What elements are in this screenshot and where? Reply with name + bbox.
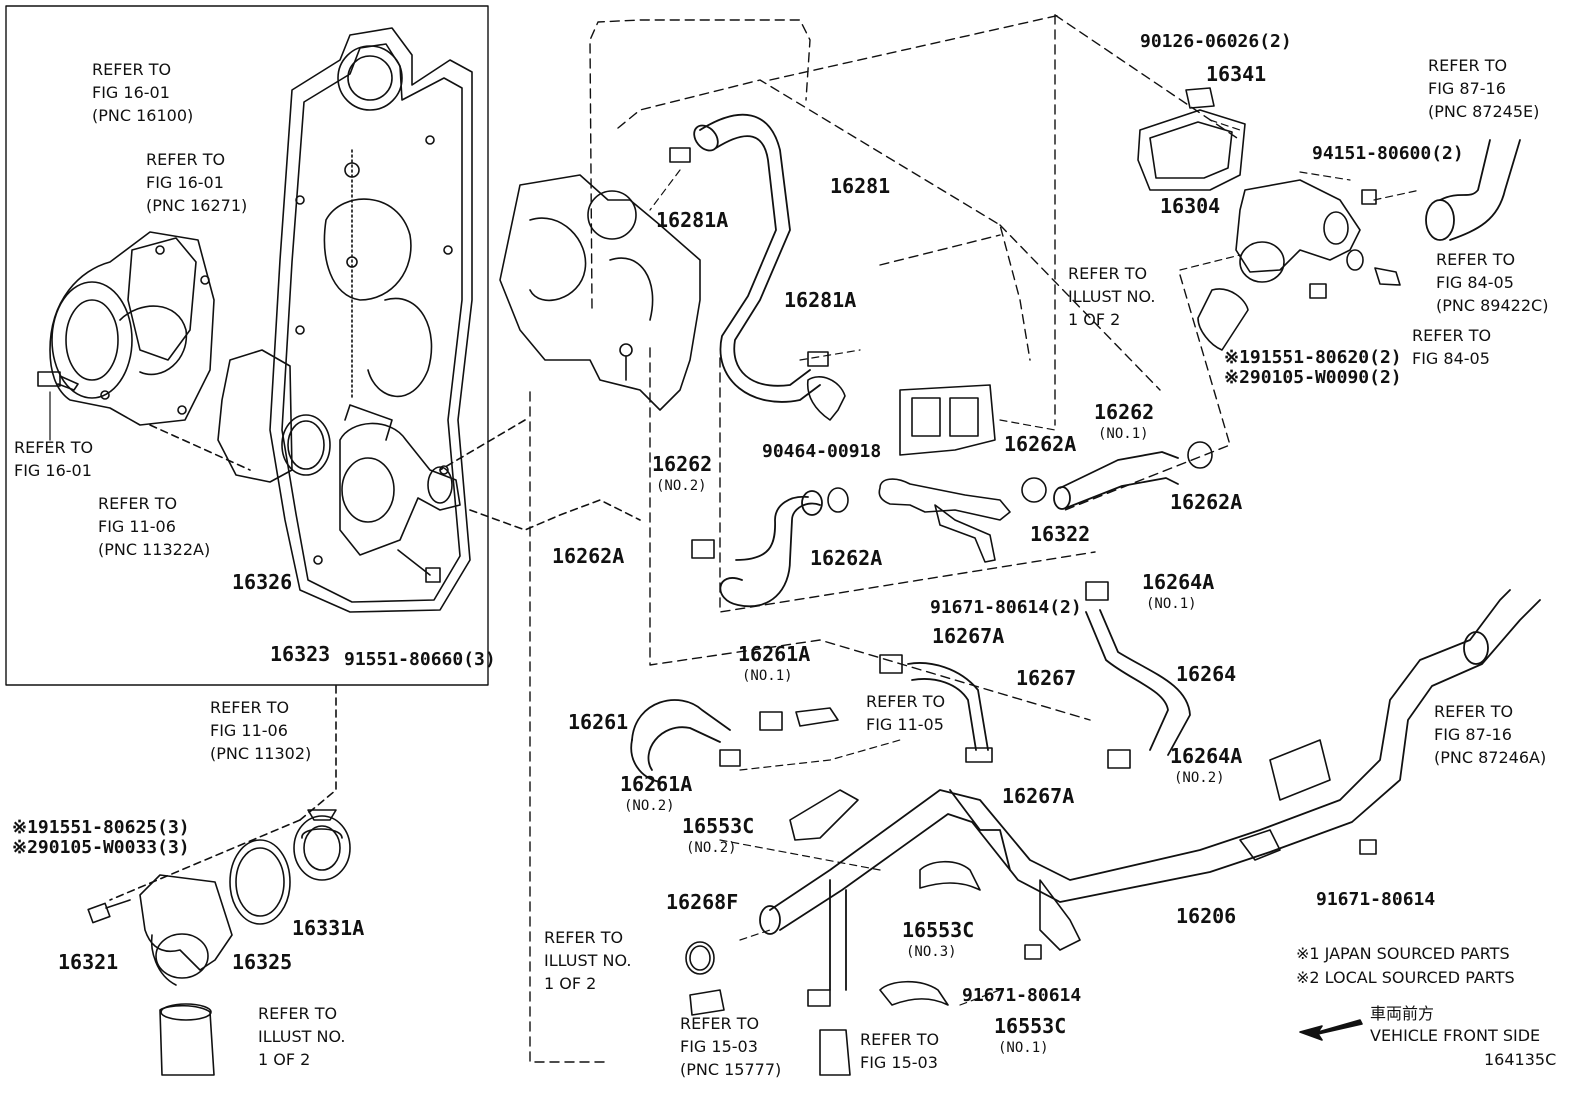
part-16262-no1: 16262 [1094, 400, 1155, 424]
part-16321: 16321 [58, 950, 119, 974]
part-16322: 16322 [1030, 522, 1091, 546]
part-16281: 16281 [830, 174, 891, 198]
part-290105-w0090: ※290105-W0090(2) [1224, 367, 1402, 388]
part-16553c-no3: 16553C [902, 918, 975, 942]
part-16261a-no2-sub: (NO.2) [624, 798, 675, 814]
part-91551-80660: 91551-80660(3) [344, 649, 496, 670]
part-16262-no2-sub: (NO.2) [656, 478, 707, 494]
part-290105-w0033: ※290105-W0033(3) [12, 837, 190, 858]
part-16262a-4: 16262A [1170, 490, 1243, 514]
vehicle-front-label: VEHICLE FRONT SIDE [1370, 1026, 1541, 1045]
pipe-16322-art [878, 478, 1011, 563]
figure-code: 164135C [1484, 1050, 1557, 1069]
part-16325: 16325 [232, 950, 293, 974]
part-16264a-no2-sub: (NO.2) [1174, 770, 1225, 786]
part-16281a-1: 16281A [656, 208, 729, 232]
part-16262a-3: 16262A [1004, 432, 1077, 456]
part-16264: 16264 [1176, 662, 1237, 686]
part-16267: 16267 [1016, 666, 1077, 690]
housing-16304-art [1137, 109, 1401, 351]
gasket-upper-art [899, 384, 996, 456]
part-16261a-no1: 16261A [738, 642, 811, 666]
hose-16267-art [907, 662, 989, 751]
hose-16262-no2-art [719, 490, 823, 608]
part-16553c-no1: 16553C [994, 1014, 1067, 1038]
hose-16264-art [1085, 609, 1191, 756]
part-16264a-no1-sub: (NO.1) [1146, 596, 1197, 612]
manifold-art [499, 174, 701, 411]
hose-16261-art [630, 699, 731, 783]
hose-upper-right-art [1425, 139, 1521, 241]
part-91671-80614-b: 91671-80614 [962, 985, 1082, 1006]
part-16262-no2: 16262 [652, 452, 713, 476]
part-16264a-no1: 16264A [1142, 570, 1215, 594]
part-16262a-1: 16262A [552, 544, 625, 568]
part-16268f: 16268F [666, 890, 739, 914]
inset-frame [5, 5, 489, 686]
part-191551-80620: ※191551-80620(2) [1224, 347, 1402, 368]
part-16341: 16341 [1206, 62, 1267, 86]
part-16553c-no2: 16553C [682, 814, 755, 838]
part-90126-06026: 90126-06026(2) [1140, 31, 1292, 52]
part-16553c-no2-sub: (NO.2) [686, 840, 737, 856]
part-16323: 16323 [270, 642, 331, 666]
part-16553c-no1-sub: (NO.1) [998, 1040, 1049, 1056]
part-16553c-no3-sub: (NO.3) [906, 944, 957, 960]
part-16262a-2: 16262A [810, 546, 883, 570]
water-pump-art [49, 231, 215, 426]
part-16261a-no2: 16261A [620, 772, 693, 796]
hose-16262-no1-art [1053, 451, 1179, 510]
part-16304: 16304 [1160, 194, 1221, 218]
part-16326: 16326 [232, 570, 293, 594]
pipe-16206-art [759, 589, 1541, 991]
part-94151-80600: 94151-80600(2) [1312, 143, 1464, 164]
vehicle-front-arrow-art [1299, 1019, 1363, 1041]
timing-cover-art [269, 27, 473, 613]
water-inlet-housing-art [217, 349, 461, 583]
part-16261: 16261 [568, 710, 629, 734]
part-191551-80625: ※191551-80625(3) [12, 817, 190, 838]
part-16262-no1-sub: (NO.1) [1098, 426, 1149, 442]
engine-block-outline [529, 14, 1241, 1063]
thermostat-group-art [139, 809, 351, 1076]
part-91671-80614-2: 91671-80614(2) [930, 597, 1082, 618]
bolt-thermostat-art [87, 899, 131, 924]
bolt-left-art [37, 371, 79, 391]
part-16267a-2: 16267A [1002, 784, 1075, 808]
legend-japan-sourced: ※1 JAPAN SOURCED PARTS [1296, 944, 1510, 963]
part-16267a-1: 16267A [932, 624, 1005, 648]
part-16264a-no2: 16264A [1170, 744, 1243, 768]
part-91671-80614-a: 91671-80614 [1316, 889, 1436, 910]
legend-local-sourced: ※2 LOCAL SOURCED PARTS [1296, 968, 1515, 987]
part-16206: 16206 [1176, 904, 1237, 928]
part-16261a-no1-sub: (NO.1) [742, 668, 793, 684]
hose-16281-art [693, 113, 821, 403]
part-16331a: 16331A [292, 916, 365, 940]
vehicle-front-label-jp: 車両前方 [1370, 1004, 1435, 1023]
part-16281a-2: 16281A [784, 288, 857, 312]
part-90464-00918: 90464-00918 [762, 441, 882, 462]
